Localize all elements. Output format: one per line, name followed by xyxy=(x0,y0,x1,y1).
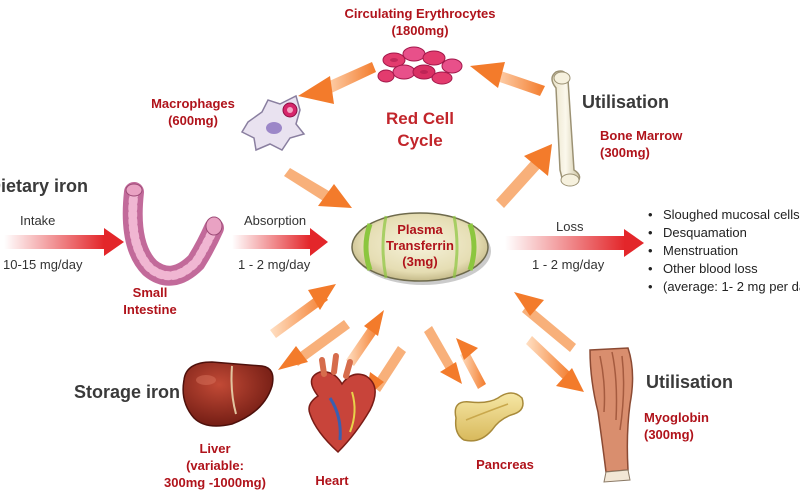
pancreas-exchange-arrows xyxy=(424,326,486,389)
absorption-arrow xyxy=(232,228,328,256)
muscle-leg-icon xyxy=(589,347,634,483)
loss-item: Sloughed mucosal cells xyxy=(648,206,800,224)
macrophages-label: Macrophages (600mg) xyxy=(148,95,238,129)
myoglobin-amount: (300mg) xyxy=(644,427,694,442)
macrophages-name: Macrophages xyxy=(151,96,235,111)
plasma-line-3: (3mg) xyxy=(402,254,438,269)
storage-iron-heading: Storage iron xyxy=(74,382,181,402)
heart-label: Heart xyxy=(315,473,349,488)
liver-line-3: 300mg -1000mg) xyxy=(164,475,266,490)
intake-rate: 10-15 mg/day xyxy=(3,257,83,272)
cycle-arrow-erythrocytes-to-macrophages xyxy=(298,62,376,104)
bone-marrow-icon xyxy=(551,70,581,187)
macrophages-amount: (600mg) xyxy=(168,113,218,128)
intake-label: Intake xyxy=(20,213,56,228)
absorption-rate: 1 - 2 mg/day xyxy=(238,257,311,272)
small-intestine-line-2: Intestine xyxy=(123,302,177,317)
liver-exchange-arrows xyxy=(270,284,350,370)
small-intestine-icon xyxy=(122,182,224,286)
bone-marrow-label: Bone Marrow (300mg) xyxy=(600,127,682,161)
loss-item: Menstruation xyxy=(648,242,800,260)
erythrocytes-amount: (1800mg) xyxy=(391,23,449,38)
loss-item: Other blood loss xyxy=(648,260,800,278)
plasma-line-2: Transferrin xyxy=(386,238,454,253)
liver-icon xyxy=(182,361,274,427)
plasma-line-1: Plasma xyxy=(397,222,443,237)
utilisation-heading-bottom: Utilisation xyxy=(646,372,734,392)
bone-marrow-name: Bone Marrow xyxy=(600,128,683,143)
utilisation-heading-top: Utilisation xyxy=(582,92,670,112)
absorption-label: Absorption xyxy=(244,213,307,228)
erythrocytes-name: Circulating Erythrocytes xyxy=(344,6,496,21)
small-intestine-line-1: Small xyxy=(132,285,168,300)
heart-icon xyxy=(308,353,376,454)
intake-arrow xyxy=(4,228,124,256)
plasma-transferrin-ellipse xyxy=(351,212,491,285)
erythrocytes-icon xyxy=(377,46,463,85)
loss-item: (average: 1- 2 mg per day) xyxy=(648,278,800,296)
cycle-line-2: Cycle xyxy=(397,131,443,150)
red-cell-cycle-label: Red Cell Cycle xyxy=(370,108,470,152)
liver-line-2: (variable: xyxy=(186,458,244,473)
small-intestine-label: Small Intestine xyxy=(120,284,180,318)
cycle-arrow-marrow-to-erythrocytes xyxy=(470,62,545,96)
loss-label: Loss xyxy=(556,219,584,234)
macrophage-icon xyxy=(240,94,306,152)
pancreas-label: Pancreas xyxy=(476,457,534,472)
loss-rate: 1 - 2 mg/day xyxy=(532,257,605,272)
erythrocytes-label: Circulating Erythrocytes (1800mg) xyxy=(340,5,500,39)
pancreas-icon xyxy=(454,392,524,442)
loss-arrow xyxy=(505,229,644,257)
dietary-iron-heading: Dietary iron xyxy=(0,176,89,196)
liver-name: Liver xyxy=(199,441,231,456)
myoglobin-name: Myoglobin xyxy=(644,410,709,425)
cycle-arrow-plasma-to-marrow xyxy=(496,144,552,208)
myoglobin-label: Myoglobin (300mg) xyxy=(644,409,709,443)
loss-causes-list: Sloughed mucosal cells Desquamation Mens… xyxy=(648,206,800,296)
heart-exchange-arrows xyxy=(346,310,406,398)
myoglobin-exchange-arrows xyxy=(514,292,584,392)
liver-label: Liver (variable: 300mg -1000mg) xyxy=(160,440,270,491)
plasma-transferrin-label: Plasma Transferrin (3mg) xyxy=(372,222,468,270)
loss-item: Desquamation xyxy=(648,224,800,242)
cycle-line-1: Red Cell xyxy=(385,109,455,128)
cycle-arrow-macrophages-to-plasma xyxy=(284,168,352,208)
bone-marrow-amount: (300mg) xyxy=(600,145,650,160)
